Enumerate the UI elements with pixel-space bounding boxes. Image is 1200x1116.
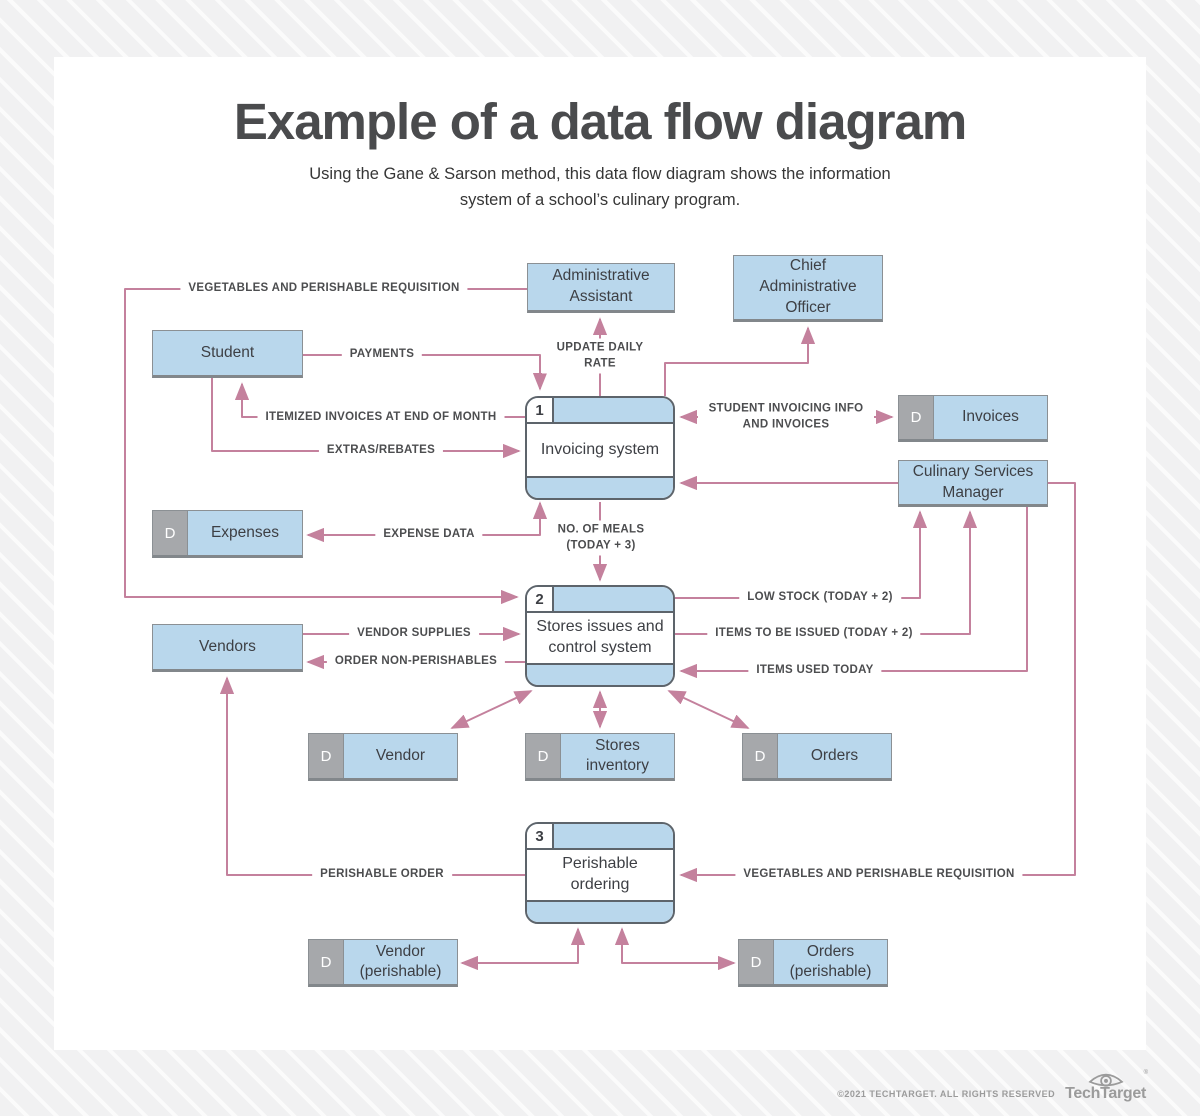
process-invoicing-system: 1 Invoicing system bbox=[525, 396, 675, 500]
flow-label-expense-data: EXPENSE DATA bbox=[375, 525, 483, 545]
flow-label-extras-rebates: EXTRAS/REBATES bbox=[318, 441, 444, 461]
store-d-tab: D bbox=[526, 734, 561, 778]
flow-label-order-non-perishables: ORDER NON-PERISHABLES bbox=[326, 652, 506, 672]
flow-label-payments: PAYMENTS bbox=[341, 345, 423, 365]
store-d-tab: D bbox=[743, 734, 778, 778]
connector-p2-orders-store bbox=[667, 690, 750, 729]
process-footer bbox=[527, 900, 673, 922]
flow-label-student-invoicing: STUDENT INVOICING INFO AND INVOICES bbox=[698, 399, 874, 435]
process-header: 1 bbox=[527, 398, 673, 424]
flow-label-update-daily-rate: UPDATE DAILY RATE bbox=[542, 338, 658, 374]
page-subtitle: Using the Gane & Sarson method, this dat… bbox=[309, 165, 891, 209]
process-number: 3 bbox=[527, 824, 554, 848]
process-label: Invoicing system bbox=[540, 440, 660, 458]
flow-label-itemized-invoices: ITEMIZED INVOICES AT END OF MONTH bbox=[257, 408, 505, 428]
store-orders: D Orders bbox=[742, 733, 892, 781]
process-header: 3 bbox=[527, 824, 673, 850]
process-stores-issues-control: 2 Stores issues and control system bbox=[525, 585, 675, 687]
connector-p2-vendor-store bbox=[450, 690, 533, 729]
flow-label-no-of-meals: NO. OF MEALS (TODAY + 3) bbox=[543, 520, 659, 556]
techtarget-logo-text: TechTarget bbox=[1065, 1085, 1146, 1102]
copyright-text: ©2021 TECHTARGET. ALL RIGHTS RESERVED bbox=[837, 1089, 1056, 1099]
flow-label-vendor-supplies: VENDOR SUPPLIES bbox=[349, 624, 479, 644]
store-d-tab: D bbox=[899, 396, 934, 439]
store-expenses: D Expenses bbox=[152, 510, 303, 558]
process-footer bbox=[527, 476, 673, 498]
entity-culinary-services-manager: Culinary Services Manager bbox=[898, 460, 1048, 507]
connector-low-stock bbox=[675, 510, 928, 599]
store-d-tab: D bbox=[739, 940, 774, 984]
process-header: 2 bbox=[527, 587, 673, 613]
flow-label-items-used-today: ITEMS USED TODAY bbox=[748, 661, 882, 681]
entity-vendors: Vendors bbox=[152, 624, 303, 672]
store-vendor-perishable: D Vendor (perishable) bbox=[308, 939, 458, 987]
store-invoices: D Invoices bbox=[898, 395, 1048, 442]
process-number: 2 bbox=[527, 587, 554, 611]
store-orders-perishable: D Orders (perishable) bbox=[738, 939, 888, 987]
store-stores-inventory: D Stores inventory bbox=[525, 733, 675, 781]
store-d-tab: D bbox=[309, 734, 344, 778]
process-perishable-ordering: 3 Perishable ordering bbox=[525, 822, 675, 924]
footer: ©2021 TECHTARGET. ALL RIGHTS RESERVED ® … bbox=[837, 1070, 1148, 1103]
flow-label-items-to-be-issued: ITEMS TO BE ISSUED (TODAY + 2) bbox=[707, 624, 921, 644]
process-number: 1 bbox=[527, 398, 554, 422]
techtarget-eye-icon bbox=[1087, 1073, 1124, 1087]
connector-p3-orders-perishable bbox=[614, 927, 736, 971]
store-d-tab: D bbox=[153, 511, 188, 555]
store-d-tab: D bbox=[309, 940, 344, 984]
process-label: Perishable ordering bbox=[562, 855, 638, 893]
connector-items-to-be-issued bbox=[675, 510, 978, 635]
entity-chief-administrative-officer: Chief Administrative Officer bbox=[733, 255, 883, 322]
flow-label-low-stock: LOW STOCK (TODAY + 2) bbox=[739, 588, 901, 608]
techtarget-logo: ® TechTarget bbox=[1065, 1070, 1148, 1103]
process-label: Stores issues and control system bbox=[536, 618, 664, 656]
process-footer bbox=[527, 663, 673, 685]
entity-student: Student bbox=[152, 330, 303, 378]
registered-mark: ® bbox=[1143, 1070, 1148, 1076]
connector-p3-vendor-perishable bbox=[460, 927, 586, 971]
store-vendor: D Vendor bbox=[308, 733, 458, 781]
flow-label-veg-requisition-bottom: VEGETABLES AND PERISHABLE REQUISITION bbox=[735, 865, 1023, 885]
entity-administrative-assistant: Administrative Assistant bbox=[527, 263, 675, 313]
flow-label-perishable-order: PERISHABLE ORDER bbox=[312, 865, 452, 885]
flow-label-veg-requisition-top: VEGETABLES AND PERISHABLE REQUISITION bbox=[180, 279, 468, 299]
connector-to-chief-admin-officer bbox=[664, 326, 816, 396]
page-title: Example of a data flow diagram bbox=[233, 93, 967, 150]
